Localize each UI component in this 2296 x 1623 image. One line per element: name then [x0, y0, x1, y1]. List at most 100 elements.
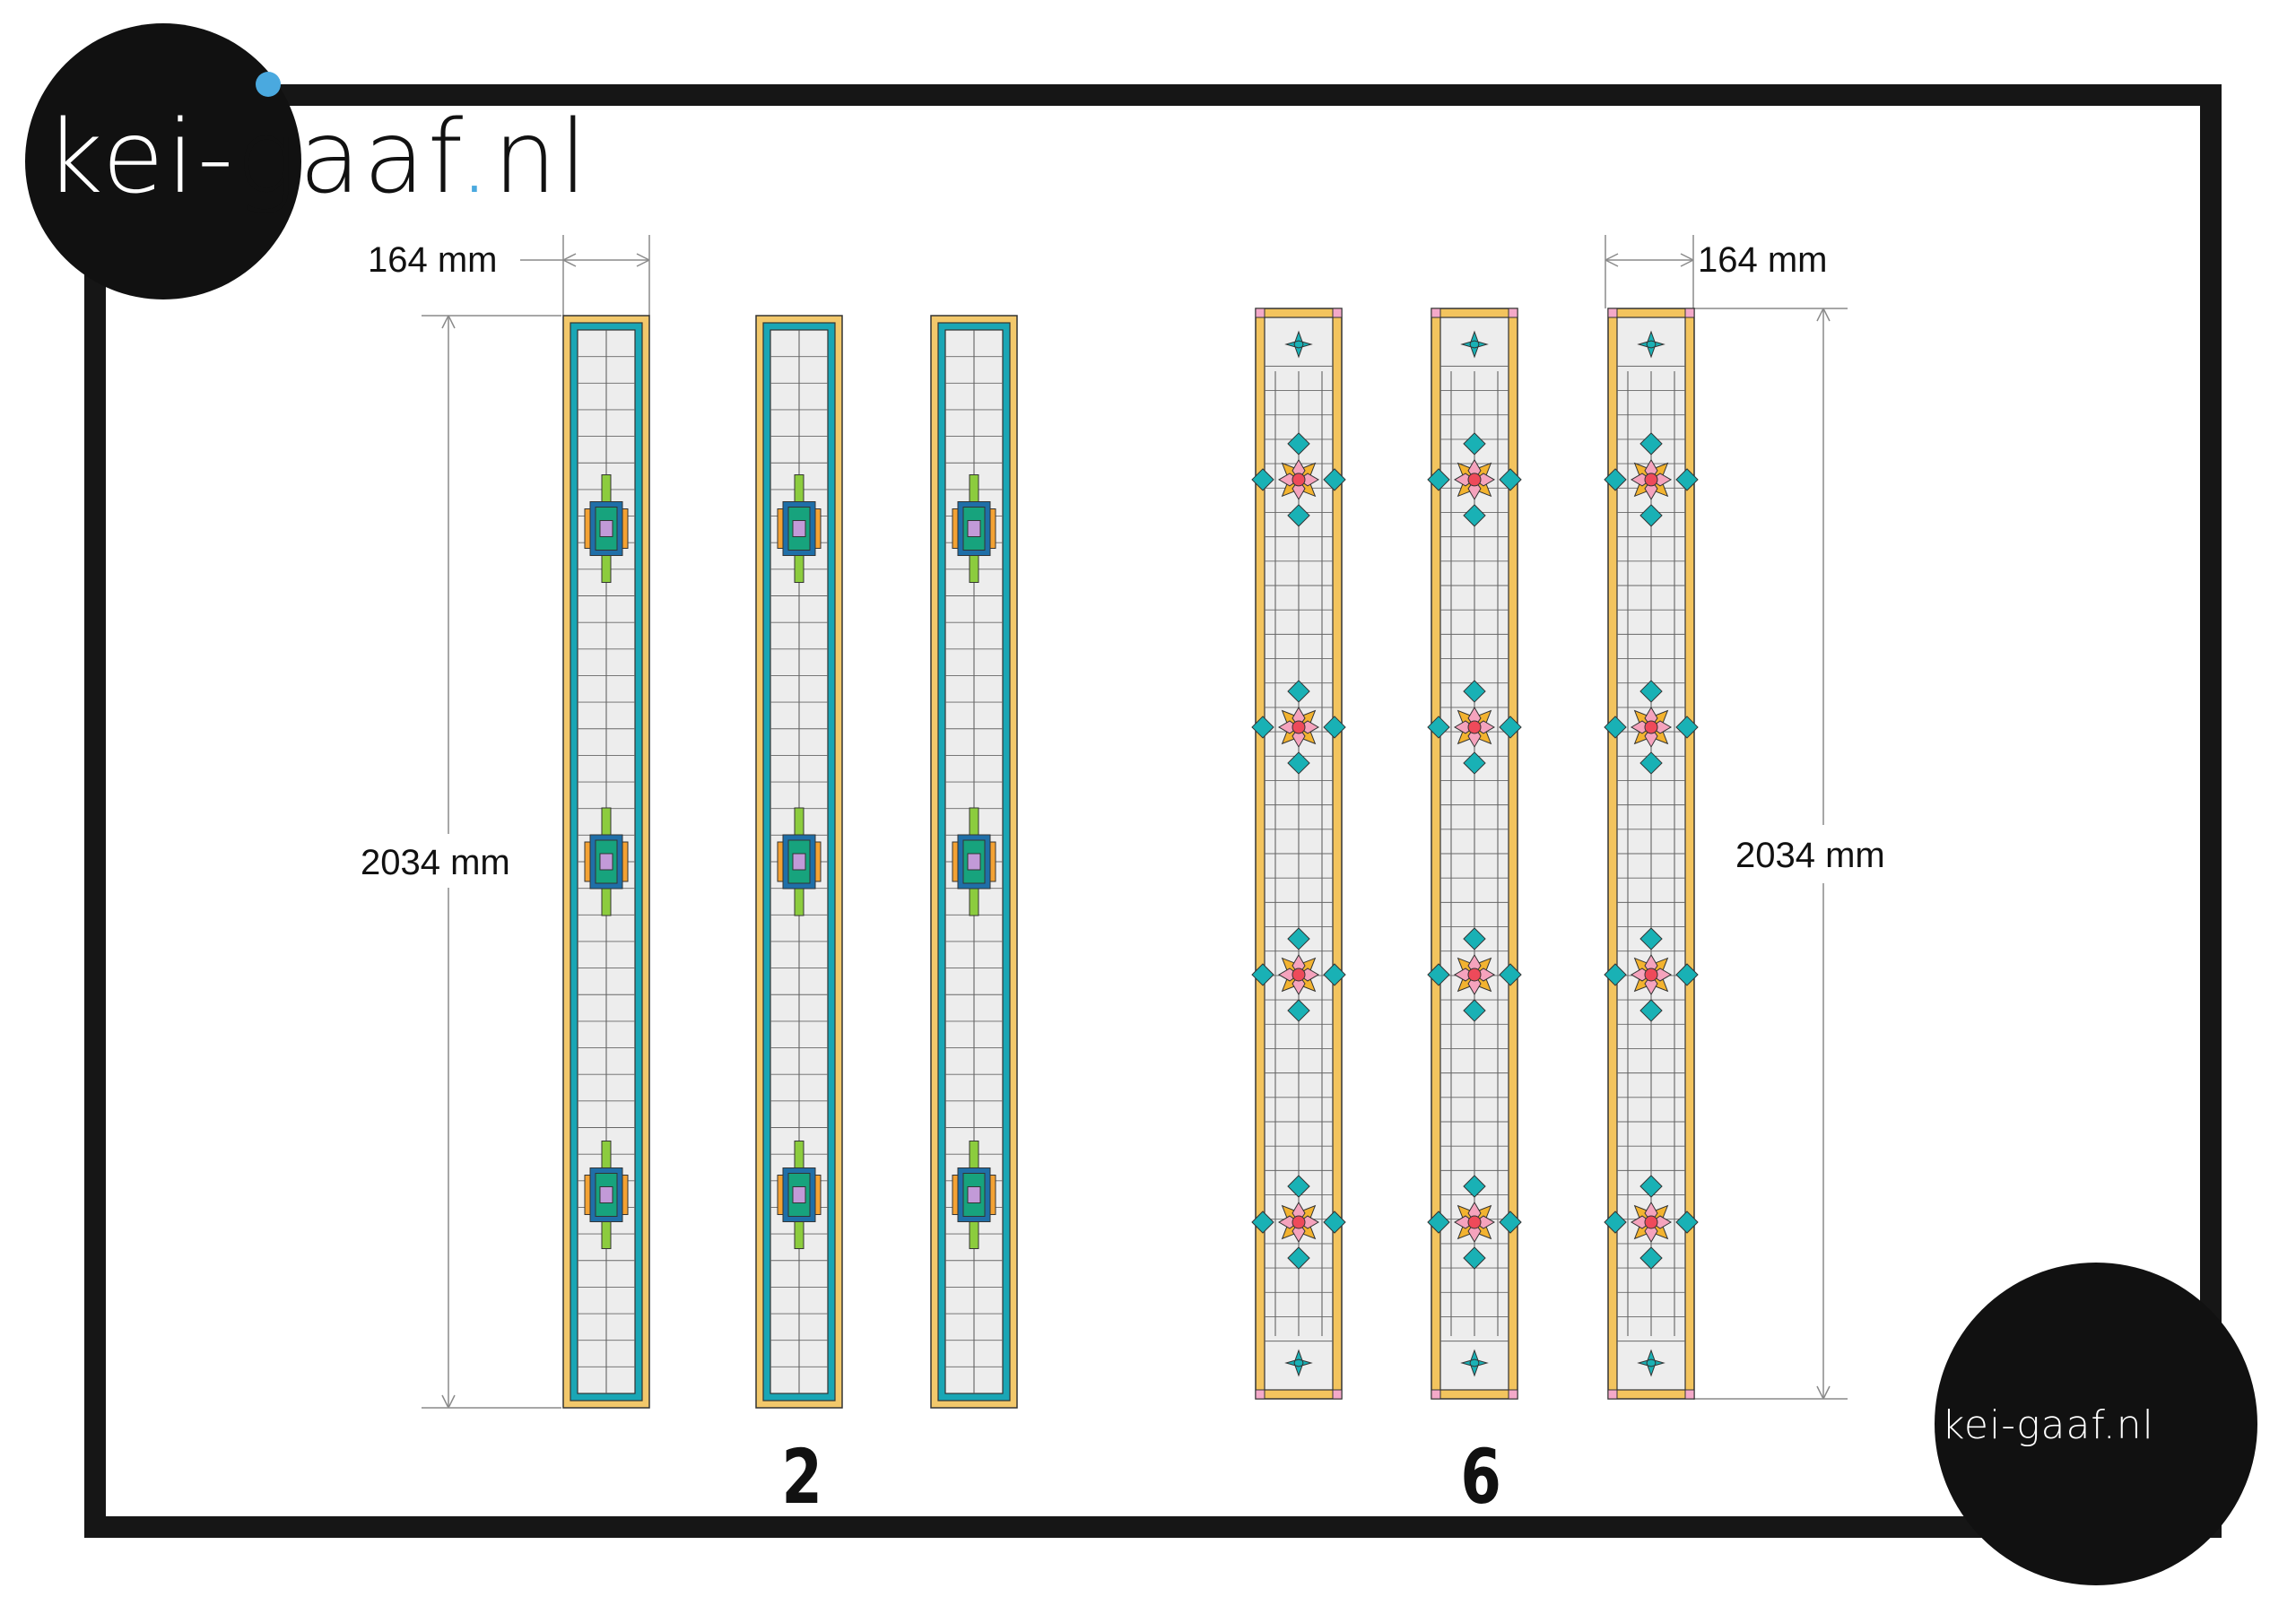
star-ornament [1284, 330, 1313, 359]
teal-diamond [1251, 716, 1274, 739]
motif-teal-block [595, 507, 618, 551]
flower-motif [1427, 680, 1522, 775]
teal-diamond [1323, 716, 1346, 739]
corner-square [1508, 308, 1518, 318]
corner-square [1607, 1389, 1618, 1400]
teal-diamond [1639, 680, 1663, 703]
logo-period: . [458, 100, 493, 216]
geometric-motif [952, 807, 996, 916]
teal-diamond [1499, 963, 1522, 986]
motif-purple-center [792, 520, 806, 538]
geometric-motif [584, 474, 629, 584]
panel-group-2-3 [930, 315, 1018, 1409]
motif-purple-center [792, 853, 806, 871]
star-ornament [1637, 330, 1665, 359]
teal-diamond [1639, 751, 1663, 775]
teal-diamond [1427, 716, 1450, 739]
teal-diamond [1604, 1211, 1627, 1234]
corner-square [1332, 1389, 1343, 1400]
geometric-motif [584, 807, 629, 916]
teal-diamond [1604, 963, 1627, 986]
flower-center [1644, 968, 1658, 982]
flower-motif [1604, 680, 1699, 775]
teal-diamond [1463, 999, 1486, 1022]
teal-diamond [1499, 716, 1522, 739]
corner-square [1255, 1389, 1265, 1400]
flower-center [1292, 720, 1306, 734]
outer-frame [84, 84, 2222, 1538]
teal-diamond [1251, 1211, 1274, 1234]
star-ornament [1460, 1349, 1489, 1377]
motif-purple-center [967, 853, 981, 871]
panel-group-6-2 [1427, 308, 1522, 1400]
logo-tld: nl [492, 100, 590, 216]
corner-square [1431, 308, 1441, 318]
logo-circle-small [1935, 1263, 2257, 1585]
teal-diamond [1287, 927, 1310, 950]
flower-motif [1604, 927, 1699, 1022]
flower-motif [1427, 927, 1522, 1022]
teal-diamond [1287, 751, 1310, 775]
corner-square [1607, 308, 1618, 318]
teal-diamond [1323, 468, 1346, 491]
group-label-2: 2 [781, 1433, 823, 1521]
geometric-motif [777, 1140, 822, 1249]
teal-diamond [1463, 504, 1486, 527]
panel-group-2-2 [755, 315, 843, 1409]
dim-arrow [1816, 308, 1831, 1400]
teal-diamond [1251, 468, 1274, 491]
teal-diamond [1287, 504, 1310, 527]
dim-arrow [441, 315, 456, 1409]
width-label-right: 164 mm [1698, 240, 1828, 280]
dim-arrow [1605, 253, 1694, 267]
flower-center [1467, 1215, 1482, 1229]
teal-diamond [1463, 927, 1486, 950]
height-label-right: 2034 mm [1735, 836, 1885, 875]
corner-square [1684, 1389, 1695, 1400]
flower-center [1467, 473, 1482, 487]
teal-diamond [1427, 1211, 1450, 1234]
teal-diamond [1251, 963, 1274, 986]
logo-dot-top [256, 72, 281, 97]
corner-square [1255, 308, 1265, 318]
flower-center [1644, 720, 1658, 734]
logo-circle-large [25, 23, 301, 299]
flower-center [1644, 473, 1658, 487]
logo-text-white-part: kei- [45, 100, 237, 216]
teal-diamond [1463, 432, 1486, 456]
geometric-motif [777, 807, 822, 916]
star-ornament [1637, 1349, 1665, 1377]
motif-purple-center [599, 853, 613, 871]
panel-group-6-1 [1251, 308, 1346, 1400]
corner-square [1508, 1389, 1518, 1400]
teal-diamond [1675, 716, 1699, 739]
flower-motif [1427, 432, 1522, 527]
flower-center [1292, 1215, 1306, 1229]
corner-square [1332, 308, 1343, 318]
panel-group-6-3 [1604, 308, 1699, 1400]
teal-diamond [1639, 927, 1663, 950]
logo-wordmark-large: kei-gaaf.nl [45, 108, 590, 208]
flower-center [1292, 473, 1306, 487]
teal-diamond [1287, 1175, 1310, 1198]
dimension-lines [422, 235, 1848, 1409]
star-ornament [1284, 1349, 1313, 1377]
flower-center [1467, 968, 1482, 982]
height-label-left: 2034 mm [361, 843, 510, 882]
flower-motif [1604, 1175, 1699, 1270]
teal-diamond [1287, 432, 1310, 456]
dim-arrow [562, 253, 650, 267]
star-ornament [1460, 330, 1489, 359]
geometric-motif [777, 474, 822, 584]
motif-purple-center [792, 1185, 806, 1203]
flower-motif [1251, 432, 1346, 527]
flower-motif [1251, 927, 1346, 1022]
teal-diamond [1675, 468, 1699, 491]
flower-motif [1427, 1175, 1522, 1270]
corner-square [1684, 308, 1695, 318]
motif-purple-center [599, 520, 613, 538]
flower-center [1467, 720, 1482, 734]
teal-diamond [1639, 1246, 1663, 1270]
logo-wordmark-small: kei-gaaf.nl [1942, 1402, 2154, 1448]
teal-diamond [1463, 1175, 1486, 1198]
